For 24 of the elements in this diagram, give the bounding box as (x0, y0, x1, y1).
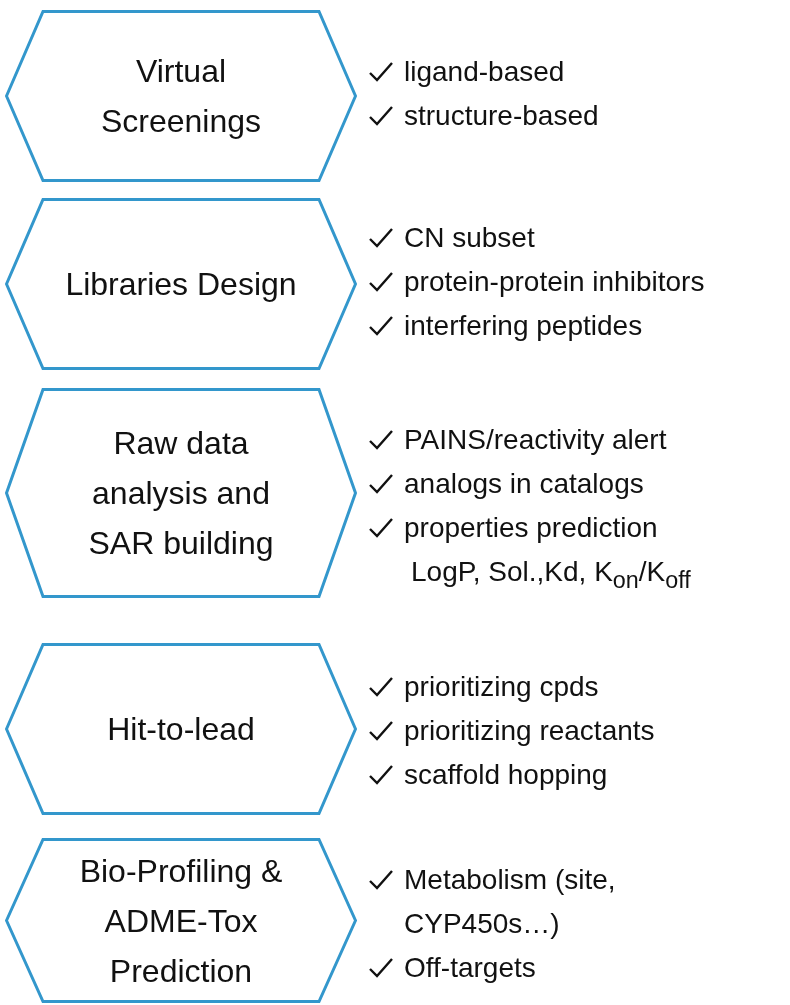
list-item-text: prioritizing reactants (404, 714, 655, 748)
hexagon-node (5, 388, 357, 598)
list-item-text: properties prediction (404, 511, 658, 545)
list-item-text: CN subset (404, 221, 535, 255)
list-item-text: prioritizing cpds (404, 670, 599, 704)
node-label: Raw data analysis and SAR building (87, 424, 275, 563)
hexagon-node (5, 10, 357, 182)
node-label: Bio-Profiling & ADME-Tox Prediction (78, 851, 284, 991)
hexagon-node (5, 838, 357, 1003)
hexagon-node (5, 643, 357, 815)
list-item-text: structure-based (404, 99, 599, 133)
list-item-text: scaffold hopping (404, 758, 608, 792)
list-item-text: Metabolism (site, CYP450s…) (404, 863, 617, 941)
list-item-text: Off-targets (404, 951, 536, 985)
list-item-text: ligand-based (404, 55, 565, 89)
hexagon-node (5, 198, 357, 370)
node-label: Hit-to-lead (106, 710, 256, 749)
list-item-text: LogP, Sol.,Kd, K$_{on}$/K$_{off}$ (411, 555, 691, 595)
list-item-text: PAINS/reactivity alert (404, 423, 667, 457)
list-item-text: protein-protein inhibitors (404, 265, 705, 299)
list-item-text: interfering peptides (404, 309, 643, 343)
node-label: Libraries Design (64, 265, 298, 304)
list-item-text: analogs in catalogs (404, 467, 644, 501)
node-label: Virtual Screenings (99, 52, 263, 141)
